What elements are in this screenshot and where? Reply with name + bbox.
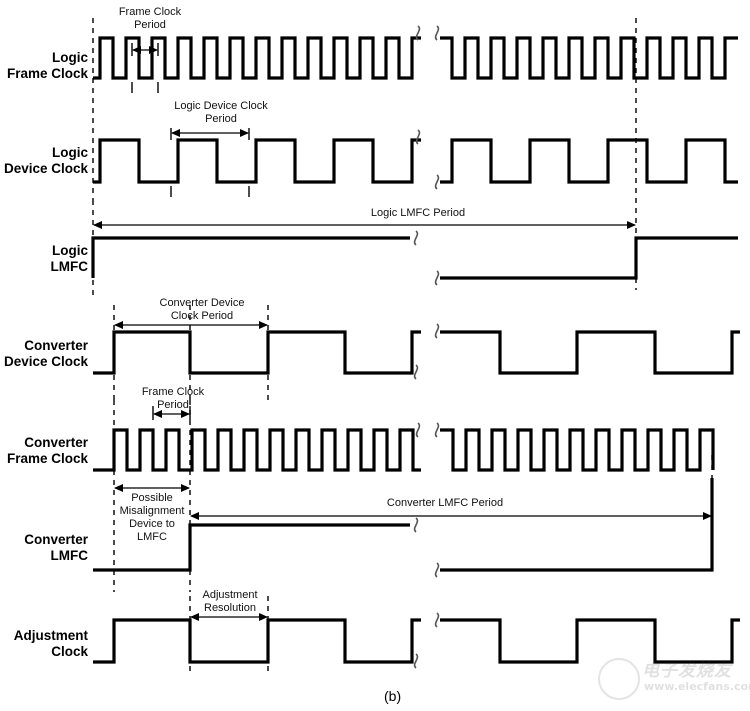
timeline-break-symbols	[413, 25, 440, 669]
annotation-logic-device-clock-period: Logic Device Clock Period	[174, 100, 268, 125]
figure-caption: (b)	[384, 688, 402, 704]
annotation-adjustment-resolution: Adjustment Resolution	[202, 589, 258, 614]
waveform-logic-frame-clock	[93, 36, 738, 80]
annotation-converter-device-clock-period: Converter Device Clock Period	[159, 297, 245, 322]
annotation-possible-misalignment: Possible Misalignment Device to LMFC	[119, 492, 185, 543]
annotation-logic-lmfc-period: Logic LMFC Period	[370, 207, 466, 219]
waveform-logic-device-clock	[93, 138, 738, 184]
annotation-converter-lmfc-period: Converter LMFC Period	[386, 497, 504, 509]
dashed-reference-lines	[92, 18, 713, 675]
waveform-converter-frame-clock	[93, 428, 715, 472]
annotation-frame-clock-period-top: Frame Clock Period	[118, 6, 182, 31]
measurement-arrows	[93, 46, 712, 621]
annotation-frame-clock-period-bottom: Frame Clock Period	[141, 386, 205, 411]
